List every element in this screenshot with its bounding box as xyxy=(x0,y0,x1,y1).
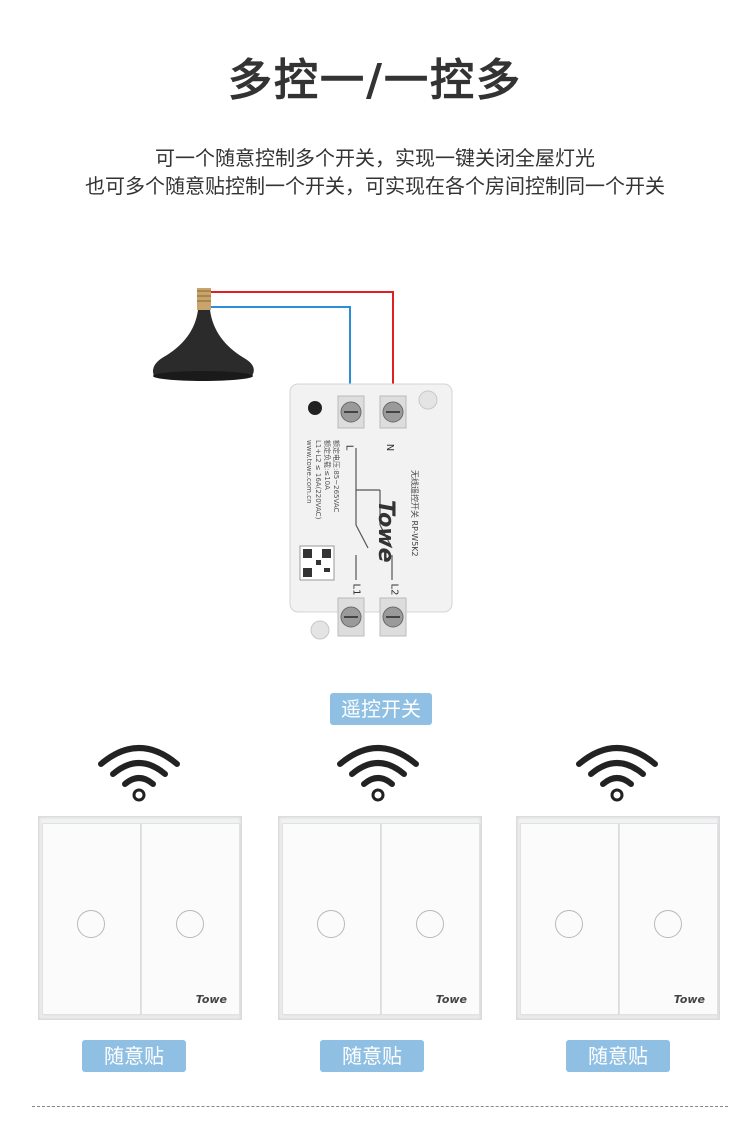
touch-dot xyxy=(176,910,204,938)
touch-dot xyxy=(416,910,444,938)
pendant-lamp-icon xyxy=(153,288,254,381)
rocker-right[interactable]: Towe xyxy=(381,823,480,1015)
neutral-wire xyxy=(210,306,351,402)
relay-model: 无线遥控开关 RP-W5K2 xyxy=(410,470,419,557)
rocker-left[interactable] xyxy=(42,823,141,1015)
rocker-right[interactable]: Towe xyxy=(141,823,240,1015)
rocker-left[interactable] xyxy=(282,823,381,1015)
touch-dot xyxy=(654,910,682,938)
wall-switch-panel-1: Towe xyxy=(38,816,242,1020)
relay-spec-line: 额定电压:85~265VAC xyxy=(332,440,340,513)
panel-brand: Towe xyxy=(673,993,705,1006)
panel-label-1: 随意贴 xyxy=(82,1040,186,1072)
wifi-signal-icon xyxy=(337,745,419,802)
touch-dot xyxy=(555,910,583,938)
dashed-divider xyxy=(32,1106,728,1107)
wifi-signal-icon xyxy=(576,745,658,802)
panel-label-3: 随意贴 xyxy=(566,1040,670,1072)
relay-specs: 额定电压:85~265VAC 额定负载:≤10A L1+L2 ≤ 16A(220… xyxy=(304,440,340,519)
relay-brand-logo: Towe xyxy=(373,500,398,563)
relay-spec-line: www.towe.com.cn xyxy=(305,440,313,504)
subtitle-line-2: 也可多个随意贴控制一个开关，可实现在各个房间控制同一个开关 xyxy=(85,174,665,198)
subtitle-line-1: 可一个随意控制多个开关，实现一键关闭全屋灯光 xyxy=(155,146,595,170)
wiring-diagram xyxy=(153,288,453,640)
relay-terminal-l: L xyxy=(343,444,355,451)
wall-switch-panel-3: Towe xyxy=(516,816,720,1020)
page-title: 多控一/一控多 xyxy=(227,55,523,106)
panel-label-2: 随意贴 xyxy=(320,1040,424,1072)
relay-module xyxy=(289,383,453,640)
wall-switch-panel-2: Towe xyxy=(278,816,482,1020)
touch-dot xyxy=(77,910,105,938)
relay-terminal-l1: L1 xyxy=(350,583,362,596)
live-wire xyxy=(210,291,394,402)
rocker-right[interactable]: Towe xyxy=(619,823,718,1015)
wifi-signal-icon xyxy=(98,745,180,802)
touch-dot xyxy=(317,910,345,938)
relay-terminal-n: N xyxy=(384,443,396,452)
panel-brand: Towe xyxy=(435,993,467,1006)
relay-terminal-l2: L2 xyxy=(388,583,400,596)
relay-label: 遥控开关 xyxy=(330,693,432,725)
panel-brand: Towe xyxy=(195,993,227,1006)
relay-spec-line: L1+L2 ≤ 16A(220VAC) xyxy=(314,440,322,520)
relay-spec-line: 额定负载:≤10A xyxy=(323,440,331,490)
rocker-left[interactable] xyxy=(520,823,619,1015)
